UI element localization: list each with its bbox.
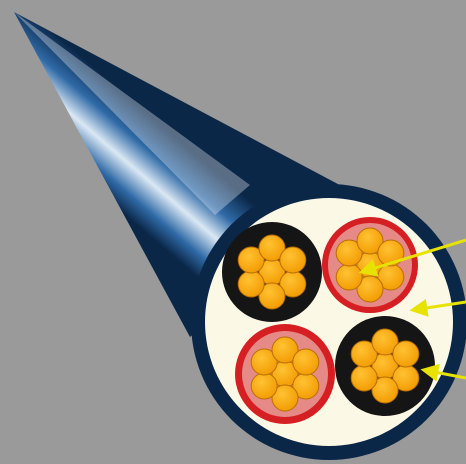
conductor-strand (238, 271, 264, 297)
core-bottom-left (235, 324, 335, 424)
conductor-strand (336, 264, 362, 290)
conductor-strand (351, 365, 377, 391)
conductor-strand (280, 247, 306, 273)
core-top-left (222, 222, 322, 322)
conductor-strand (393, 341, 419, 367)
core-top-right (322, 217, 418, 313)
conductor-strand (251, 373, 277, 399)
conductor-strand (293, 349, 319, 375)
core-bottom-right (335, 316, 435, 416)
